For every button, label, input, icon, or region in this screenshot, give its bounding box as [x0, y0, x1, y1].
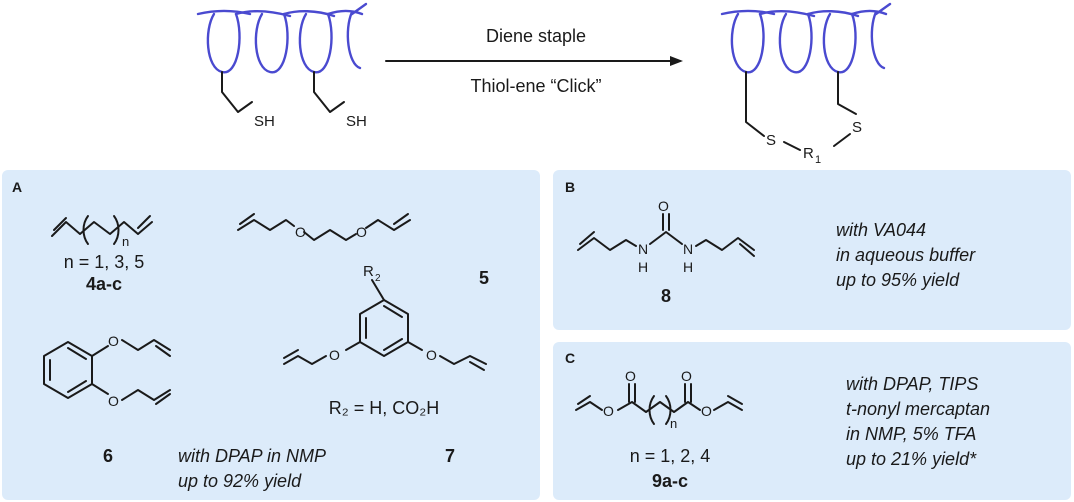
molecule-5-label: 5 — [479, 268, 489, 288]
molecule-6 — [43, 339, 171, 405]
molecule-7-oxygen-2: O — [426, 347, 437, 363]
molecule-9-oxygen-2: O — [625, 368, 636, 384]
reaction-arrowhead — [670, 56, 683, 66]
molecule-8-nitrogen-2: N — [683, 241, 693, 257]
staple-r1: R — [803, 145, 814, 162]
panel-b-conditions-line-2: in aqueous buffer — [836, 245, 976, 265]
molecule-7-r2-sub: 2 — [375, 273, 381, 284]
molecule-5-oxygen-2: O — [356, 224, 367, 240]
staple-chain-left — [745, 71, 765, 137]
molecule-9-label: 9a-c — [652, 471, 688, 491]
staple-r1-sub: 1 — [815, 154, 821, 166]
staple-chain-right — [837, 71, 857, 115]
molecule-7-oxygen-1: O — [329, 347, 340, 363]
panel-c-conditions-line-1: with DPAP, TIPS — [846, 374, 978, 394]
molecule-7-label: 7 — [445, 446, 455, 466]
panel-c-conditions-line-4: up to 21% yield* — [846, 449, 977, 469]
panel-a-bg — [2, 170, 540, 500]
molecule-8-nitrogen-1: N — [638, 241, 648, 257]
molecule-8-hydrogen-1: H — [638, 259, 648, 275]
molecule-6-oxygen-2: O — [108, 393, 119, 409]
left-thiol-chain-2 — [313, 71, 345, 113]
molecule-7-r2-values: R₂ = H, CO₂H — [329, 398, 440, 418]
panel-b-bg — [553, 170, 1071, 330]
arrow-label-top: Diene staple — [486, 26, 586, 46]
molecule-4-label: 4a-c — [86, 274, 122, 294]
left-helix — [196, 2, 368, 74]
panel-c-letter: C — [565, 350, 575, 366]
right-helix — [720, 2, 892, 74]
molecule-9-n-values: n = 1, 2, 4 — [630, 446, 711, 466]
sh-label-right: SH — [346, 113, 367, 130]
molecule-9-oxygen-3: O — [681, 368, 692, 384]
left-thiol-chain-1 — [221, 71, 253, 113]
sh-label-left: SH — [254, 113, 275, 130]
molecule-4-n-values: n = 1, 3, 5 — [64, 252, 145, 272]
molecule-4-subscript-n: n — [122, 234, 129, 249]
molecule-5 — [237, 213, 411, 241]
molecule-5-oxygen-1: O — [295, 224, 306, 240]
molecule-7 — [283, 279, 487, 371]
molecule-6-oxygen-1: O — [108, 333, 119, 349]
staple-r1-s-bond — [833, 133, 851, 147]
panel-a-conditions-line-2: up to 92% yield — [178, 471, 302, 491]
molecule-6-label: 6 — [103, 446, 113, 466]
molecule-8-oxygen: O — [658, 198, 669, 214]
molecule-8 — [577, 213, 755, 257]
molecule-9-oxygen-4: O — [701, 403, 712, 419]
panel-a-letter: A — [12, 179, 22, 195]
panel-a-conditions-line-1: with DPAP in NMP — [178, 446, 326, 466]
molecule-9 — [575, 383, 743, 425]
molecule-4 — [51, 215, 153, 245]
staple-s-left: S — [766, 132, 776, 149]
panel-b-conditions-line-3: up to 95% yield — [836, 270, 960, 290]
panel-c-conditions-line-3: in NMP, 5% TFA — [846, 424, 976, 444]
molecule-9-oxygen-1: O — [603, 403, 614, 419]
panel-b-letter: B — [565, 179, 575, 195]
staple-s-r1-bond — [783, 141, 801, 151]
panel-c-conditions-line-2: t-nonyl mercaptan — [846, 399, 990, 419]
molecule-9-subscript-n: n — [670, 416, 677, 431]
staple-s-right: S — [852, 119, 862, 136]
panel-b-conditions-line-1: with VA044 — [836, 220, 926, 240]
arrow-label-bottom: Thiol-ene “Click” — [470, 76, 601, 96]
molecule-7-r2: R — [363, 263, 374, 280]
panel-c-bg — [553, 342, 1071, 500]
molecule-8-hydrogen-2: H — [683, 259, 693, 275]
molecule-8-label: 8 — [661, 286, 671, 306]
